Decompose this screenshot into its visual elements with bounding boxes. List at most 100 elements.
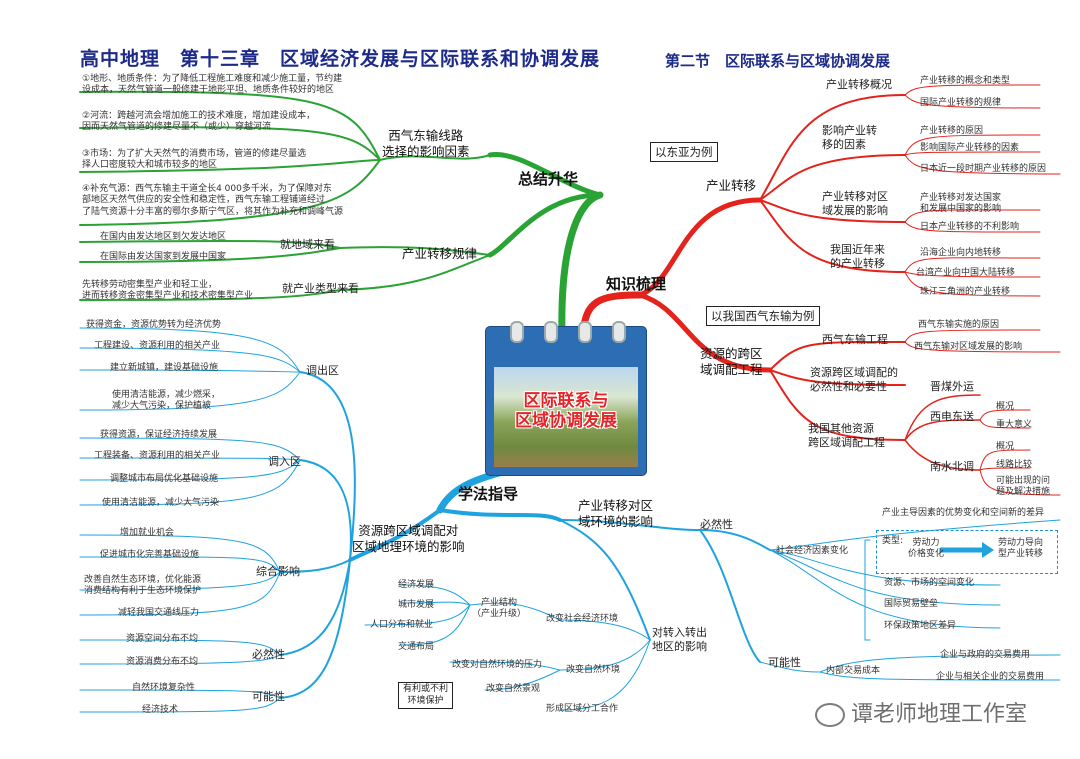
node-brx2: 必然性 bbox=[700, 518, 733, 531]
cyjg-item-1: 经济发展 bbox=[398, 580, 435, 590]
node-knx: 可能性 bbox=[252, 690, 285, 703]
blue-branch-lines bbox=[79, 327, 1061, 713]
node-zykqy-impact: 资源跨区域调配对 区域地理环境的影响 bbox=[352, 523, 465, 554]
page-title: 高中地理 第十三章 区域经济发展与区际联系和协调发展 bbox=[80, 48, 601, 70]
dqy-item-1: 产业转移对发达国家 和发展中国家的影响 bbox=[920, 193, 1002, 215]
binder-ring-icon bbox=[612, 321, 626, 343]
sbyj-item-2: 国际贸易壁垒 bbox=[884, 599, 939, 609]
drq-item-1: 获得资源，保证经济持续发展 bbox=[100, 430, 218, 440]
node-jmwy: 晋煤外运 bbox=[930, 380, 974, 393]
wechat-icon bbox=[815, 703, 845, 727]
binder-ring-icon bbox=[544, 321, 558, 343]
sbyj-item-3: 环保政策地区差异 bbox=[884, 621, 957, 631]
cyjg-item-2: 城市发展 bbox=[398, 600, 435, 610]
node-nbjy: 内部交易成本 bbox=[826, 666, 881, 676]
xqdx-item-1: ①地形、地质条件：为了降低工程施工难度和减少施工量，节约建 设成本，天然气管道一… bbox=[82, 74, 343, 96]
node-brx: 必然性 bbox=[252, 648, 285, 661]
branch-zongjie: 总结升华 bbox=[518, 170, 579, 188]
nsbd-item-3: 可能出现的问 题及解决措施 bbox=[996, 476, 1051, 498]
drq-item-3: 调整城市布局优化基础设施 bbox=[110, 474, 219, 484]
wgjn-item-3: 珠江三角洲的产业转移 bbox=[920, 287, 1011, 297]
jcylx-item: 先转移劳动密集型产业和轻工业， 进而转移资金密集型产业和技术密集型产业 bbox=[82, 280, 254, 302]
knx-item-2: 经济技术 bbox=[142, 705, 179, 715]
jdy-item-2: 在国际由发达国家到发展中国家 bbox=[100, 252, 227, 262]
node-gbsh: 改变社会经济环境 bbox=[546, 614, 619, 624]
sbyj-top: 产业主导因素的优势变化和空间新的差异 bbox=[882, 508, 1045, 518]
jdy-item-1: 在国内由发达地区到欠发达地区 bbox=[100, 232, 227, 242]
page-subtitle: 第二节 区际联系与区域协调发展 bbox=[665, 52, 891, 70]
nbjy-item-1: 企业与政府的交易费用 bbox=[940, 650, 1031, 660]
brx-item-2: 资源消费分布不均 bbox=[126, 657, 199, 667]
zhyx-item-2: 促进城市化完善基础设施 bbox=[100, 550, 200, 560]
node-xcqy: 形成区域分工合作 bbox=[546, 704, 619, 714]
node-dzr: 对转入转出 地区的影响 bbox=[652, 626, 707, 653]
zhyx-item-3: 改善自然生态环境，优化能源 消费结构有利于生态环境保护 bbox=[84, 575, 202, 597]
note-xqdx: 以我国西气东输为例 bbox=[706, 306, 820, 326]
xqdx-item-4: ④补充气源：西气东输主干道全长4 000多千米，为了保障对东 部地区天然气供应的… bbox=[82, 184, 344, 217]
node-zykqytp: 资源跨区域调配的 必然性和必要性 bbox=[810, 366, 898, 393]
xqdsgc-item-2: 西气东输对区域发展的影响 bbox=[914, 342, 1023, 352]
dcq-item-2: 工程建设、资源利用的相关产业 bbox=[94, 341, 221, 351]
arrow-icon bbox=[940, 542, 994, 558]
dcq-item-1: 获得资金，资源优势转为经济优势 bbox=[86, 320, 222, 330]
note-ylhbl: 有利或不利 环境保护 bbox=[398, 682, 454, 710]
gbzr-item-1: 改变对自然环境的压力 bbox=[452, 660, 543, 670]
yxys-item-1: 产业转移的原因 bbox=[920, 126, 984, 136]
xqdsgc-item-1: 西气东输实施的原因 bbox=[918, 320, 1000, 330]
node-xqdsgc: 西气东输工程 bbox=[822, 333, 888, 346]
wgjn-item-2: 台湾产业向中国大陆转移 bbox=[916, 268, 1016, 278]
dcq-item-3: 建立新城镇，建设基础设施 bbox=[110, 363, 219, 373]
branch-xuefa: 学法指导 bbox=[458, 485, 519, 503]
node-drq: 调入区 bbox=[268, 455, 301, 468]
nsbd-item-2: 线路比较 bbox=[996, 460, 1033, 470]
node-sbyj: 社会经济因素变化 bbox=[776, 546, 849, 556]
center-topic-card: 区际联系与 区域协调发展 bbox=[486, 321, 646, 475]
node-dcq: 调出区 bbox=[306, 364, 339, 377]
node-xqdx-factors: 西气东输线路 选择的影响因素 bbox=[382, 128, 470, 159]
type-from: 劳动力 价格变化 bbox=[908, 538, 945, 560]
note-east-asia: 以东亚为例 bbox=[650, 142, 718, 162]
node-cyzy: 产业转移 bbox=[706, 178, 757, 193]
center-topic-label: 区际联系与 区域协调发展 bbox=[515, 391, 617, 432]
type-box bbox=[876, 530, 1058, 574]
gk-item-1: 产业转移的概念和类型 bbox=[920, 76, 1011, 86]
gbzr-item-2: 改变自然景观 bbox=[486, 684, 541, 694]
node-gk: 产业转移概况 bbox=[826, 78, 892, 91]
zhyx-item-4: 减轻我国交通线压力 bbox=[118, 608, 200, 618]
node-cyjg: 产业结构 （产业升级） bbox=[472, 598, 527, 620]
node-cyzydqy: 产业转移对区 域环境的影响 bbox=[578, 498, 654, 529]
node-zhyx: 综合影响 bbox=[256, 565, 300, 578]
node-cyzy-rule: 产业转移规律 bbox=[402, 246, 478, 261]
wgjn-item-1: 沿海企业向内地转移 bbox=[920, 248, 1002, 258]
node-gbzr: 改变自然环境 bbox=[566, 665, 621, 675]
binder-ring-icon bbox=[510, 321, 524, 343]
cyjg-item-3: 人口分布和就业 bbox=[370, 620, 434, 630]
watermark-text: 谭老师地理工作室 bbox=[815, 696, 1027, 728]
type-label: 类型: bbox=[882, 536, 904, 546]
node-dqy: 产业转移对区 域发展的影响 bbox=[822, 190, 888, 217]
gk-item-2: 国际产业转移的规律 bbox=[920, 98, 1002, 108]
xdds-item-2: 重大意义 bbox=[996, 420, 1033, 430]
knx-item-1: 自然环境复杂性 bbox=[132, 683, 196, 693]
node-yxys: 影响产业转 移的因素 bbox=[822, 124, 877, 151]
cyjg-item-4: 交通布局 bbox=[398, 642, 435, 652]
node-jdy: 就地域来看 bbox=[280, 238, 335, 251]
yxys-item-3: 日本近一段时期产业转移的原因 bbox=[920, 164, 1047, 174]
node-wgjn: 我国近年来 的产业转移 bbox=[830, 243, 885, 270]
zhyx-item-1: 增加就业机会 bbox=[120, 528, 175, 538]
brx-item-1: 资源空间分布不均 bbox=[126, 634, 199, 644]
node-wgqt: 我国其他资源 跨区域调配工程 bbox=[808, 422, 885, 449]
landscape-photo bbox=[494, 367, 638, 467]
type-to: 劳动力导向 型产业转移 bbox=[998, 538, 1044, 560]
xqdx-item-2: ②河流：跨越河流会增加施工的技术难度，增加建设成本， 因而天然气管道的修建尽量不… bbox=[82, 111, 316, 133]
node-nsbd: 南水北调 bbox=[930, 460, 974, 473]
node-xdds: 西电东送 bbox=[930, 410, 974, 423]
xqdx-item-3: ③市场：为了扩大天然气的消费市场，管道的修建尽量选 择人口密度较大和城市较多的地… bbox=[82, 149, 307, 171]
sbyj-item-1: 资源、市场的空间变化 bbox=[884, 578, 975, 588]
green-branch-lines bbox=[79, 90, 604, 339]
drq-item-4: 使用清洁能源，减少大气污染 bbox=[102, 498, 220, 508]
binder-ring-icon bbox=[578, 321, 592, 343]
branch-zhishi: 知识梳理 bbox=[606, 275, 667, 293]
